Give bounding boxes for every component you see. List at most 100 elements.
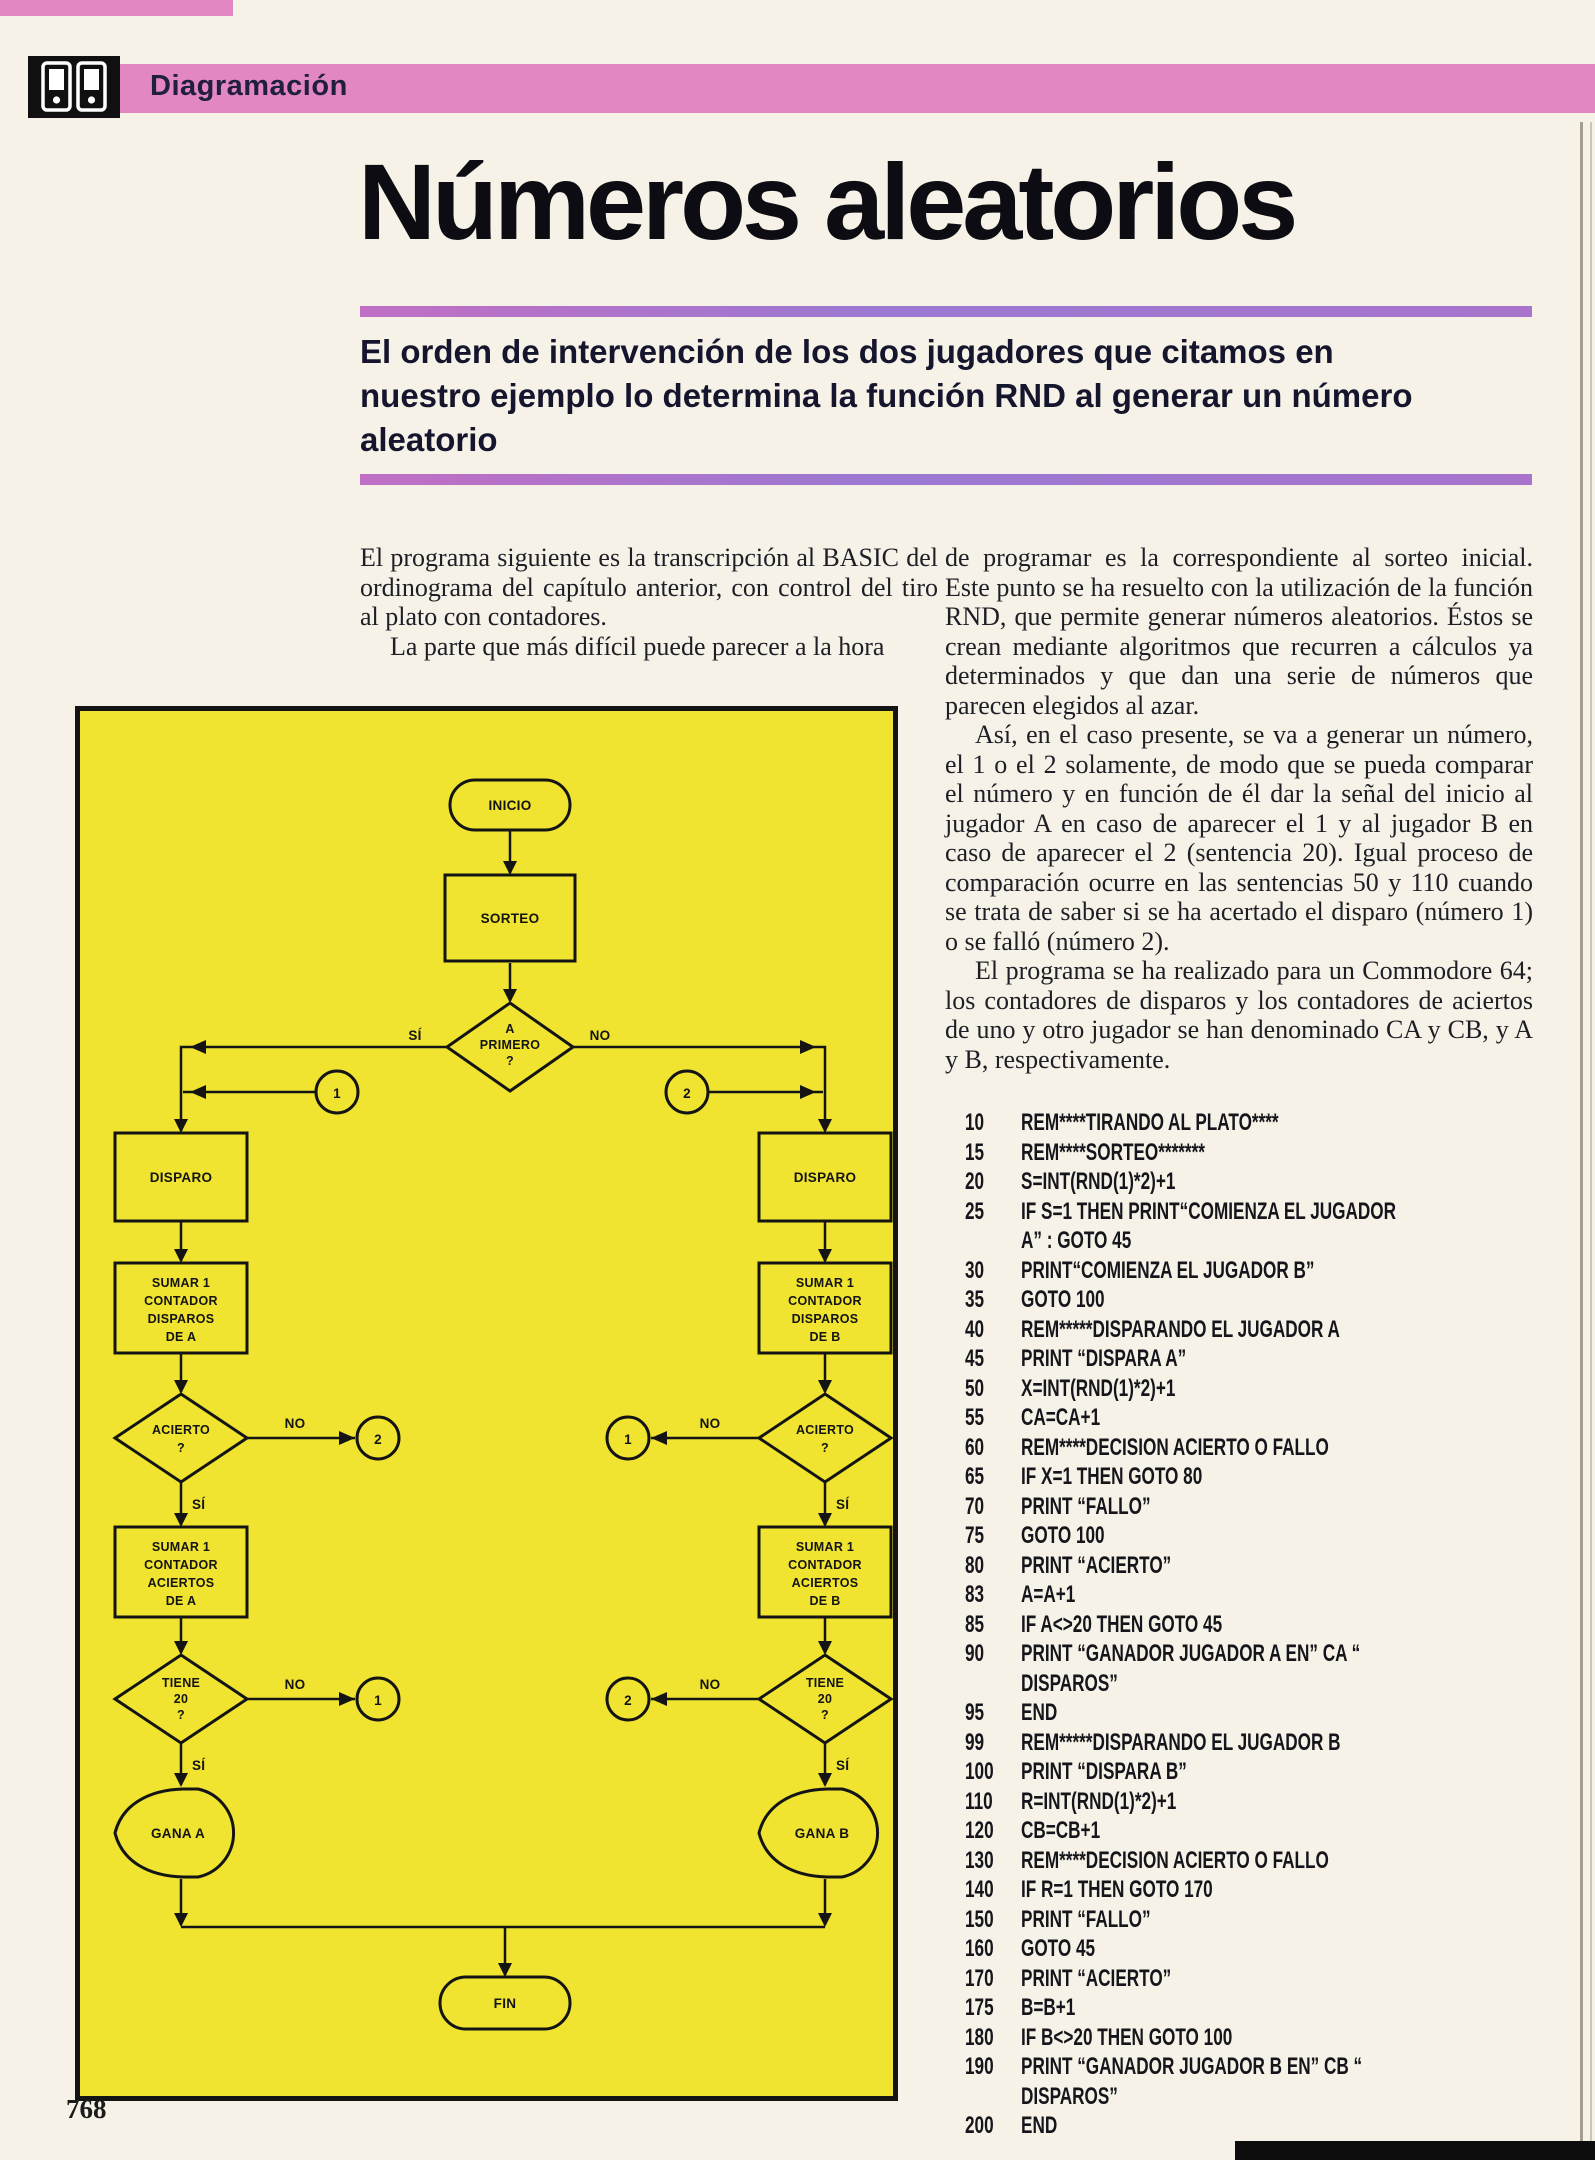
node-fin: FIN bbox=[438, 1975, 572, 2031]
line-number: 50 bbox=[965, 1374, 985, 1402]
section-title: Diagramación bbox=[150, 70, 348, 102]
branch-label-si: SÍ bbox=[836, 1497, 850, 1512]
line-code: REM*****DISPARANDO EL JUGADOR A bbox=[1021, 1315, 1340, 1343]
connector-2-top: 2 bbox=[664, 1069, 710, 1115]
flowchart-panel: INICIO SORTEO A PRIMERO ? SÍ NO 1 2 bbox=[75, 706, 898, 2101]
code-line: 70 PRINT “FALLO” bbox=[965, 1492, 1448, 1522]
decision-tiene20-a: TIENE 20 ? NO SÍ bbox=[112, 1653, 306, 1773]
line-code: IF R=1 THEN GOTO 170 bbox=[1021, 1876, 1213, 1903]
line-number: 200 bbox=[965, 2112, 994, 2139]
line-code: PRINT “DISPARA B” bbox=[1021, 1758, 1187, 1785]
branch-label-no: NO bbox=[700, 1416, 721, 1431]
code-line: 85 IF A<>20 THEN GOTO 45 bbox=[965, 1610, 1448, 1640]
connector-label: 1 bbox=[333, 1086, 341, 1101]
line-code: REM****SORTEO******* bbox=[1021, 1138, 1205, 1166]
node-label: DISPARO bbox=[150, 1170, 213, 1185]
node-label: ? bbox=[177, 1441, 185, 1455]
node-label: SUMAR 1 bbox=[796, 1540, 854, 1554]
branch-label-no: NO bbox=[285, 1677, 306, 1692]
line-code: REM****TIRANDO AL PLATO**** bbox=[1021, 1109, 1279, 1136]
node-label: DISPAROS bbox=[792, 1312, 859, 1326]
node-label: ? bbox=[177, 1708, 185, 1722]
node-label: DE A bbox=[166, 1594, 197, 1608]
line-number: 90 bbox=[965, 1640, 985, 1667]
line-number: 60 bbox=[965, 1433, 985, 1461]
line-code: PRINT “FALLO” bbox=[1021, 1905, 1151, 1933]
node-label: 20 bbox=[174, 1692, 189, 1706]
node-label: ? bbox=[821, 1708, 829, 1722]
line-number: 130 bbox=[965, 1846, 994, 1874]
node-label: DISPAROS bbox=[148, 1312, 215, 1326]
branch-label-si: SÍ bbox=[408, 1028, 422, 1043]
line-number: 85 bbox=[965, 1610, 985, 1638]
line-number: 40 bbox=[965, 1315, 985, 1343]
line-code: IF A<>20 THEN GOTO 45 bbox=[1021, 1610, 1223, 1638]
line-code: IF B<>20 THEN GOTO 100 bbox=[1021, 2023, 1233, 2051]
node-label: PRIMERO bbox=[480, 1038, 540, 1052]
node-label: ? bbox=[821, 1441, 829, 1455]
flowchart-arrowheads bbox=[174, 861, 832, 1977]
line-code: S=INT(RND(1)*2)+1 bbox=[1021, 1168, 1176, 1195]
paragraph: El programa se ha realizado para un Comm… bbox=[945, 956, 1533, 1074]
line-code: CB=CB+1 bbox=[1021, 1817, 1101, 1844]
flowchart-connectors bbox=[179, 830, 827, 1975]
node-label: CONTADOR bbox=[788, 1294, 862, 1308]
node-label: TIENE bbox=[806, 1676, 844, 1690]
node-label: DISPARO bbox=[794, 1170, 857, 1185]
line-code: PRINT “FALLO” bbox=[1021, 1492, 1151, 1520]
node-sumar-aciertos-b: SUMAR 1 CONTADOR ACIERTOS DE B bbox=[757, 1525, 893, 1619]
connector-label: 1 bbox=[624, 1432, 632, 1447]
page-edge-line-2 bbox=[1590, 122, 1592, 2160]
page-edge-strip bbox=[0, 0, 233, 16]
line-code: PRINT “DISPARA A” bbox=[1021, 1345, 1187, 1372]
line-number: 110 bbox=[965, 1787, 993, 1815]
code-line: 90 PRINT “GANADOR JUGADOR A EN” CA “ DISP… bbox=[965, 1639, 1448, 1698]
line-number: 180 bbox=[965, 2023, 994, 2051]
line-code: REM*****DISPARANDO EL JUGADOR B bbox=[1021, 1728, 1341, 1756]
line-number: 120 bbox=[965, 1817, 994, 1844]
node-label: CONTADOR bbox=[144, 1558, 218, 1572]
line-number: 55 bbox=[965, 1404, 985, 1431]
code-line: 120 CB=CB+1 bbox=[965, 1816, 1448, 1846]
line-number: 190 bbox=[965, 2053, 994, 2080]
line-code: END bbox=[1021, 2112, 1058, 2139]
line-code: PRINT “ACIERTO” bbox=[1021, 1964, 1172, 1992]
line-number: 25 bbox=[965, 1197, 985, 1225]
article-standfirst: El orden de intervención de los dos juga… bbox=[360, 333, 1413, 458]
line-code: R=INT(RND(1)*2)+1 bbox=[1021, 1787, 1177, 1815]
branch-label-no: NO bbox=[590, 1028, 611, 1043]
line-code: A=A+1 bbox=[1021, 1581, 1076, 1608]
line-code: IF S=1 THEN PRINT“COMIENZA EL JUGADOR A”… bbox=[1021, 1197, 1396, 1255]
node-gana-b: GANA B bbox=[757, 1787, 880, 1879]
line-number: 75 bbox=[965, 1522, 985, 1549]
divider-rule-bottom bbox=[360, 474, 1532, 485]
line-number: 70 bbox=[965, 1492, 985, 1520]
node-label: DE B bbox=[809, 1594, 840, 1608]
node-label: ACIERTO bbox=[796, 1423, 854, 1437]
line-number: 65 bbox=[965, 1463, 985, 1490]
code-line: 110 R=INT(RND(1)*2)+1 bbox=[965, 1787, 1448, 1817]
node-label: GANA B bbox=[795, 1826, 850, 1841]
page-number: 768 bbox=[66, 2094, 107, 2124]
node-label: FIN bbox=[494, 1996, 517, 2011]
connector-2-tiene-b: 2 bbox=[605, 1676, 651, 1722]
flowchart: INICIO SORTEO A PRIMERO ? SÍ NO 1 2 bbox=[112, 778, 893, 2031]
line-number: 140 bbox=[965, 1876, 994, 1903]
code-line: 180 IF B<>20 THEN GOTO 100 bbox=[965, 2023, 1448, 2053]
body-column-left: El programa siguiente es la transcripció… bbox=[360, 543, 938, 661]
line-code: PRINT “GANADOR JUGADOR A EN” CA “ DISPAR… bbox=[1021, 1640, 1361, 1697]
node-label: DE B bbox=[809, 1330, 840, 1344]
section-band bbox=[115, 64, 1595, 113]
paragraph: El programa siguiente es la transcripció… bbox=[360, 543, 938, 631]
